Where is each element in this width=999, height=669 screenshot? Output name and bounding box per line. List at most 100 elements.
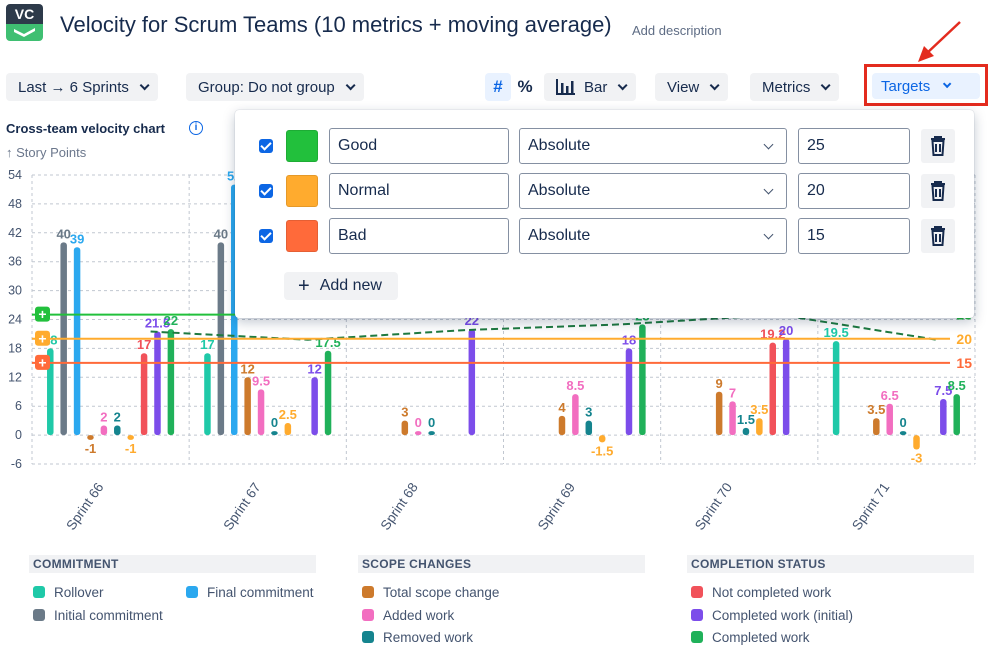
chart-type-dropdown[interactable]: Bar	[544, 73, 637, 101]
legend-label: Not completed work	[712, 585, 832, 600]
legend-item-initial-commitment[interactable]: Initial commitment	[33, 608, 163, 623]
chevron-down-icon	[763, 139, 774, 150]
add-description-link[interactable]: Add description	[632, 23, 722, 38]
bar-total-scope-change	[401, 420, 409, 436]
legend-item-removed-work[interactable]: Removed work	[362, 630, 473, 645]
view-dropdown[interactable]: View	[655, 73, 729, 101]
target-marker-icon	[35, 330, 50, 346]
group-label: Group: Do not group	[198, 78, 335, 96]
bar-not-completed-work	[140, 353, 148, 436]
trash-icon	[931, 136, 945, 156]
target-value-label: 15	[956, 355, 972, 371]
legend-swatch	[691, 586, 703, 598]
target-value-label: 20	[956, 331, 972, 347]
target-bad-delete-button[interactable]	[921, 219, 955, 253]
target-good-checkbox[interactable]	[259, 139, 273, 153]
legend-item-completed-work[interactable]: Completed work	[691, 630, 810, 645]
legend-item-total-scope-change[interactable]: Total scope change	[362, 585, 499, 600]
bar-value-label: 0	[271, 415, 278, 430]
bar-value-label: 6.5	[881, 388, 899, 403]
target-row-normal: Normal Absolute 20	[235, 173, 974, 209]
bar-rollover	[47, 348, 54, 436]
bar-value-label: 3	[585, 405, 592, 420]
add-new-target-button[interactable]: + Add new	[284, 272, 398, 300]
target-good-delete-button[interactable]	[921, 129, 955, 163]
chevron-down-icon	[763, 229, 774, 240]
bar-value-label: -1	[125, 441, 137, 456]
legend-item-added-work[interactable]: Added work	[362, 608, 454, 623]
target-normal-checkbox[interactable]	[259, 184, 273, 198]
legend-item-final-commitment[interactable]: Final commitment	[186, 585, 314, 600]
target-bad-color-swatch[interactable]	[286, 220, 318, 252]
page-title: Velocity for Scrum Teams (10 metrics + m…	[60, 12, 612, 37]
y-tick-label: -6	[11, 457, 22, 471]
y-tick-label: 36	[8, 255, 22, 269]
metrics-dropdown[interactable]: Metrics	[750, 73, 840, 101]
bar-value-label: 2.5	[279, 407, 297, 422]
bar-value-label: 20	[779, 323, 793, 338]
y-tick-label: 12	[8, 370, 22, 384]
bar-value-label: -1.5	[591, 443, 613, 458]
target-bad-name-input[interactable]: Bad	[329, 218, 509, 254]
target-marker-icon	[35, 354, 50, 370]
legend-swatch	[186, 586, 198, 598]
bar-value-label: 12	[307, 361, 321, 376]
target-good-value-input[interactable]: 25	[798, 128, 910, 164]
bar-value-label: 7.5	[934, 383, 952, 398]
target-plus-icon: +	[38, 306, 46, 322]
bar-final-scope-change	[127, 435, 134, 440]
target-normal-value-input[interactable]: 20	[798, 173, 910, 209]
target-good-color-swatch[interactable]	[286, 130, 318, 162]
chevron-down-icon	[709, 79, 720, 90]
bar-value-label: 9.5	[252, 373, 270, 388]
target-normal-delete-button[interactable]	[921, 174, 955, 208]
percent-values-toggle[interactable]: %	[512, 73, 538, 101]
chart-type-label: Bar	[584, 78, 608, 96]
y-tick-label: 6	[15, 399, 22, 413]
y-tick-label: 48	[8, 197, 22, 211]
period-dropdown[interactable]: Last → 6 Sprints	[6, 73, 158, 101]
bar-not-completed-work	[769, 342, 776, 436]
group-dropdown[interactable]: Group: Do not group	[186, 73, 364, 101]
bar-value-label: -1	[85, 441, 97, 456]
target-bad-checkbox[interactable]	[259, 229, 273, 243]
targets-dropdown[interactable]: Targets	[872, 73, 980, 99]
bar-value-label: 40	[214, 226, 228, 241]
target-normal-type-select[interactable]: Absolute	[519, 173, 787, 209]
plus-icon: +	[298, 275, 310, 297]
bar-value-label: 12	[240, 361, 254, 376]
target-normal-type-value: Absolute	[528, 182, 591, 199]
target-marker-icon	[35, 306, 50, 322]
absolute-values-toggle[interactable]: #	[485, 73, 511, 101]
legend-item-not-completed-work[interactable]: Not completed work	[691, 585, 831, 600]
target-bad-value-input[interactable]: 15	[798, 218, 910, 254]
legend-swatch	[362, 631, 374, 643]
legend-label: Initial commitment	[54, 608, 163, 623]
target-normal-color-swatch[interactable]	[286, 175, 318, 207]
info-icon[interactable]: i	[189, 121, 203, 135]
bar-completed-work	[953, 394, 960, 436]
target-bad-type-select[interactable]: Absolute	[519, 218, 787, 254]
legend-label: Final commitment	[207, 585, 314, 600]
metrics-label: Metrics	[762, 78, 811, 96]
bar-value-label: 8.5	[948, 378, 966, 393]
target-normal-name-input[interactable]: Normal	[329, 173, 509, 209]
bar-value-label: 2	[114, 409, 121, 424]
bar-value-label: 3.5	[750, 402, 768, 417]
legend-item-rollover[interactable]: Rollover	[33, 585, 104, 600]
legend-label: Added work	[383, 608, 455, 623]
legend-item-completed-work-initial[interactable]: Completed work (initial)	[691, 608, 853, 623]
chevron-down-icon	[139, 79, 150, 90]
bar-added-work	[886, 403, 893, 436]
bar-completed-work-initial-	[311, 377, 318, 436]
bar-total-scope-change	[715, 391, 723, 436]
target-good-name-input[interactable]: Good	[329, 128, 509, 164]
chevron-down-icon	[618, 79, 628, 90]
moving-average-line	[150, 313, 937, 341]
target-good-type-value: Absolute	[528, 137, 591, 154]
bar-added-work	[414, 431, 422, 436]
target-good-type-select[interactable]: Absolute	[519, 128, 787, 164]
legend-swatch	[33, 609, 45, 621]
y-tick-label: 24	[8, 313, 22, 327]
